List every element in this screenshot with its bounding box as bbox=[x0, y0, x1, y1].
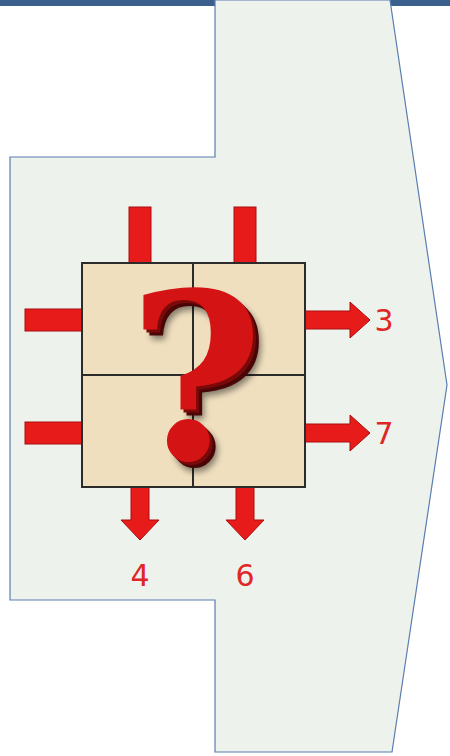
output-number: 3 bbox=[374, 306, 393, 336]
output-number: 6 bbox=[235, 561, 254, 591]
arrow-shape bbox=[10, 0, 447, 752]
output-number: 4 bbox=[130, 561, 149, 591]
question-mark: ? bbox=[129, 263, 264, 493]
output-number: 7 bbox=[374, 419, 393, 449]
red-arrows bbox=[25, 207, 370, 540]
